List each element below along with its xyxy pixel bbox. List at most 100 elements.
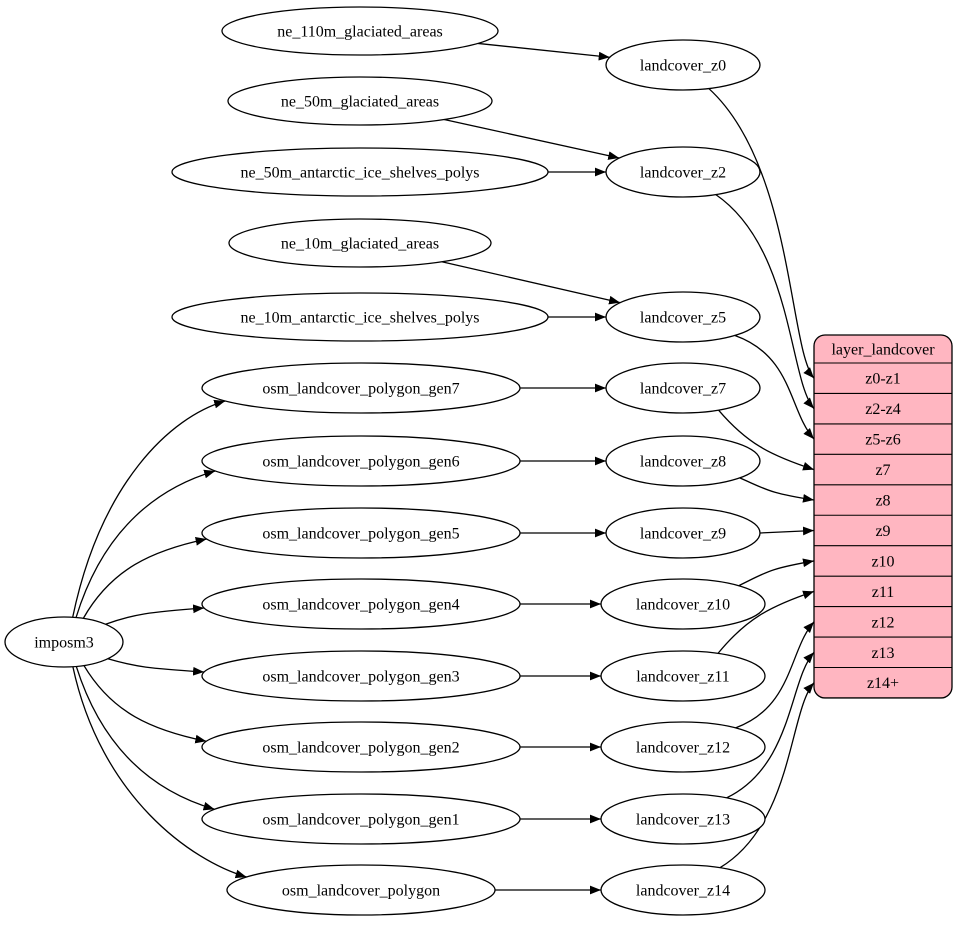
- node-osm_landcover_polygon_gen5: osm_landcover_polygon_gen5: [201, 507, 521, 559]
- node-label-osm_landcover_polygon_gen1: osm_landcover_polygon_gen1: [262, 812, 459, 829]
- node-ne_50m_glaciated_areas: ne_50m_glaciated_areas: [227, 76, 493, 126]
- node-label-landcover_z7: landcover_z7: [640, 381, 726, 398]
- node-ellipse-ne_10m_glaciated_areas: [228, 218, 492, 268]
- node-label-ne_50m_glaciated_areas: ne_50m_glaciated_areas: [281, 94, 439, 111]
- node-ellipse-ne_50m_antarctic_ice_shelves_polys: [171, 147, 549, 197]
- node-ne_10m_antarctic_ice_shelves_polys: ne_10m_antarctic_ice_shelves_polys: [171, 292, 549, 342]
- table-row-label: z0-z1: [865, 371, 901, 388]
- node-label-ne_50m_antarctic_ice_shelves_polys: ne_50m_antarctic_ice_shelves_polys: [240, 165, 479, 182]
- node-ellipse-ne_50m_glaciated_areas: [227, 76, 493, 126]
- node-ellipse-landcover_z8: [605, 435, 761, 487]
- node-ellipse-osm_landcover_polygon_gen3: [201, 650, 521, 702]
- edge-ne_110m_glaciated_areas-to-landcover_z0: [477, 42, 610, 61]
- node-osm_landcover_polygon_gen6: osm_landcover_polygon_gen6: [201, 435, 521, 487]
- node-label-imposm3: imposm3: [34, 635, 94, 652]
- edges-layer: [72, 42, 815, 895]
- edge-landcover_z10-to-row-z10: [738, 558, 815, 587]
- table-row-z8: z8: [875, 493, 890, 510]
- node-osm_landcover_polygon_gen1: osm_landcover_polygon_gen1: [201, 793, 521, 845]
- node-osm_landcover_polygon: osm_landcover_polygon: [226, 864, 496, 916]
- node-label-osm_landcover_polygon_gen6: osm_landcover_polygon_gen6: [262, 454, 459, 471]
- edge-imposm3-to-osm_landcover_polygon_gen6: [75, 469, 216, 618]
- table-row-label: z14+: [867, 675, 899, 692]
- edge-landcover_z0-to-row-z0-z1: [708, 88, 815, 379]
- table-row-z0-z1: z0-z1: [865, 371, 901, 388]
- node-osm_landcover_polygon_gen4: osm_landcover_polygon_gen4: [201, 578, 521, 630]
- edge-imposm3-to-osm_landcover_polygon: [72, 666, 247, 879]
- node-ellipse-osm_landcover_polygon_gen5: [201, 507, 521, 559]
- node-label-osm_landcover_polygon_gen2: osm_landcover_polygon_gen2: [262, 740, 459, 757]
- node-osm_landcover_polygon_gen7: osm_landcover_polygon_gen7: [201, 362, 521, 414]
- node-landcover_z12: landcover_z12: [600, 721, 766, 773]
- node-ellipse-imposm3: [4, 616, 124, 668]
- node-ellipse-landcover_z0: [605, 39, 761, 91]
- table-row-label: z11: [872, 584, 895, 601]
- edge-landcover_z7-to-row-z7: [718, 409, 815, 471]
- node-label-osm_landcover_polygon_gen7: osm_landcover_polygon_gen7: [262, 381, 459, 398]
- node-ellipse-osm_landcover_polygon_gen7: [201, 362, 521, 414]
- node-ellipse-osm_landcover_polygon: [226, 864, 496, 916]
- node-landcover_z5: landcover_z5: [605, 291, 761, 343]
- edge-landcover_z11-to-row-z11: [717, 590, 815, 654]
- node-ellipse-landcover_z11: [600, 650, 766, 702]
- node-label-ne_10m_glaciated_areas: ne_10m_glaciated_areas: [281, 236, 439, 253]
- edge-ne_50m_glaciated_areas-to-landcover_z2: [443, 118, 620, 160]
- edge-landcover_z12-to-row-z12: [735, 621, 815, 729]
- node-label-ne_110m_glaciated_areas: ne_110m_glaciated_areas: [277, 24, 443, 41]
- edge-imposm3-to-osm_landcover_polygon_gen2: [83, 665, 207, 744]
- table-row-label: z8: [875, 493, 890, 510]
- table-row-label: z2-z4: [865, 401, 901, 418]
- edge-landcover_z8-to-row-z8: [739, 477, 815, 503]
- table-row-z12: z12: [871, 614, 894, 631]
- node-label-osm_landcover_polygon_gen5: osm_landcover_polygon_gen5: [262, 526, 459, 543]
- layer-landcover-table: layer_landcover z0-z1 z2-z4 z5-z6 z7 z8 z9 z10 z…: [813, 334, 953, 699]
- node-label-ne_10m_antarctic_ice_shelves_polys: ne_10m_antarctic_ice_shelves_polys: [240, 310, 479, 327]
- table-row-label: z7: [875, 462, 890, 479]
- node-ellipse-landcover_z7: [605, 362, 761, 414]
- node-imposm3: imposm3: [4, 616, 124, 668]
- node-landcover_z2: landcover_z2: [605, 146, 761, 198]
- node-label-landcover_z12: landcover_z12: [636, 740, 730, 757]
- edge-imposm3-to-osm_landcover_polygon_gen5: [82, 536, 207, 619]
- node-landcover_z13: landcover_z13: [600, 793, 766, 845]
- node-ellipse-landcover_z13: [600, 793, 766, 845]
- node-ellipse-osm_landcover_polygon_gen2: [201, 721, 521, 773]
- edge-imposm3-to-osm_landcover_polygon_gen1: [75, 666, 215, 811]
- node-landcover_z10: landcover_z10: [600, 578, 766, 630]
- node-landcover_z9: landcover_z9: [605, 507, 761, 559]
- table-row-z2-z4: z2-z4: [865, 401, 901, 418]
- table-row-z10: z10: [871, 553, 894, 570]
- node-label-osm_landcover_polygon_gen3: osm_landcover_polygon_gen3: [262, 669, 459, 686]
- node-label-landcover_z13: landcover_z13: [636, 812, 730, 829]
- node-ellipse-osm_landcover_polygon_gen6: [201, 435, 521, 487]
- node-label-landcover_z0: landcover_z0: [640, 58, 726, 75]
- node-ellipse-ne_10m_antarctic_ice_shelves_polys: [171, 292, 549, 342]
- node-landcover_z11: landcover_z11: [600, 650, 766, 702]
- table-row-z9: z9: [875, 523, 890, 540]
- node-landcover_z8: landcover_z8: [605, 435, 761, 487]
- edge-imposm3-to-osm_landcover_polygon_gen4: [105, 604, 205, 625]
- node-ellipse-landcover_z2: [605, 146, 761, 198]
- edge-imposm3-to-osm_landcover_polygon_gen3: [107, 658, 205, 676]
- node-ellipse-landcover_z10: [600, 578, 766, 630]
- table-row-label: z10: [871, 553, 894, 570]
- node-label-osm_landcover_polygon: osm_landcover_polygon: [282, 883, 440, 900]
- edge-landcover_z13-to-row-z13: [726, 651, 815, 799]
- node-ellipse-landcover_z12: [600, 721, 766, 773]
- node-ellipse-landcover_z9: [605, 507, 761, 559]
- table-row-z11: z11: [872, 584, 895, 601]
- table-row-label: z13: [871, 645, 894, 662]
- table-row-z5-z6: z5-z6: [865, 432, 901, 449]
- node-ellipse-ne_110m_glaciated_areas: [221, 6, 499, 56]
- node-landcover_z14: landcover_z14: [600, 864, 766, 916]
- nodes-layer: imposm3 ne_110m_glaciated_areas ne_50m_gla…: [4, 6, 766, 916]
- layer-table-outline: [813, 334, 953, 699]
- node-ellipse-landcover_z5: [605, 291, 761, 343]
- table-row-z14+: z14+: [867, 675, 899, 692]
- node-label-landcover_z5: landcover_z5: [640, 310, 726, 327]
- edge-imposm3-to-osm_landcover_polygon_gen7: [72, 399, 226, 618]
- table-header-label: layer_landcover: [831, 342, 935, 359]
- node-label-landcover_z14: landcover_z14: [636, 883, 730, 900]
